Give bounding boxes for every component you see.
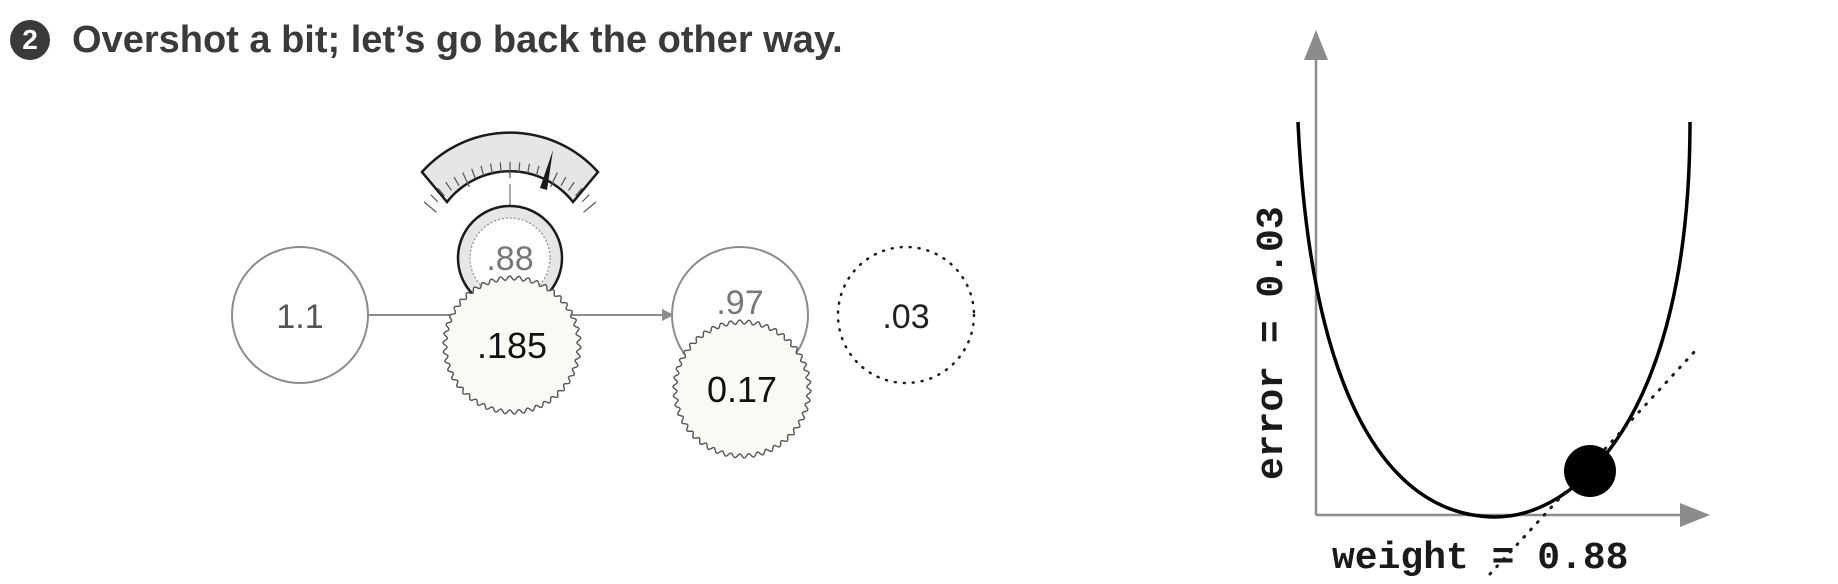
gauge-tick — [462, 172, 470, 188]
y-axis-label: error = 0.03 — [1251, 206, 1294, 480]
gauge-tick — [480, 165, 485, 176]
error-node: .03 — [836, 245, 976, 385]
input-node-circle — [231, 246, 369, 384]
step-number-badge: 2 — [10, 20, 50, 60]
weight-delta-outline — [442, 275, 582, 415]
gauge-tick — [423, 201, 437, 213]
input-node: 1.1 — [231, 246, 369, 384]
weight-knob-inner — [469, 217, 551, 299]
step-header: 2 Overshot a bit; let’s go back the othe… — [10, 14, 843, 66]
input-value: 1.1 — [276, 298, 323, 336]
delta-bubble: 0.17 — [672, 319, 812, 459]
gauge-tick — [583, 201, 597, 213]
weight-delta-bubble: .185 — [442, 275, 582, 415]
error-value: .03 — [882, 298, 929, 336]
weight-gauge — [420, 131, 600, 213]
gauge-tick — [453, 176, 460, 186]
prediction-value: .97 — [716, 284, 763, 322]
weight-value: .88 — [486, 240, 533, 278]
error-curve-plot: weight = 0.88 error = 0.03 — [1251, 30, 1710, 580]
current-weight-point — [1564, 445, 1616, 497]
gauge-tick — [535, 165, 540, 176]
gauge-tick — [581, 194, 590, 203]
y-axis-arrowhead — [1304, 30, 1328, 60]
error-node-circle — [836, 245, 976, 385]
gauge-tick — [430, 194, 439, 203]
gauge-tick — [575, 187, 583, 197]
neural-network: 1.1 .88 .185 .97 0.17 — [231, 131, 976, 459]
x-axis-arrowhead — [1680, 503, 1710, 527]
step-caption: Overshot a bit; let’s go back the other … — [72, 18, 843, 61]
x-axis-label: weight = 0.88 — [1332, 537, 1628, 580]
weight-delta-value: .185 — [477, 325, 547, 366]
gauge-tick — [499, 162, 502, 173]
delta-value: 0.17 — [707, 369, 777, 410]
gauge-tick — [471, 168, 476, 179]
gauge-tick — [550, 172, 558, 188]
gauge-tick — [560, 176, 567, 186]
gauge-tick — [445, 181, 452, 191]
gauge-needle — [540, 150, 553, 190]
gauge-tick — [518, 162, 521, 173]
error-curve — [1296, 121, 1692, 519]
gauge-tick — [568, 181, 575, 191]
gauge-tick — [527, 163, 531, 174]
gauge-tick — [437, 187, 445, 197]
delta-outline — [672, 319, 812, 459]
gauge-tick — [489, 163, 493, 174]
